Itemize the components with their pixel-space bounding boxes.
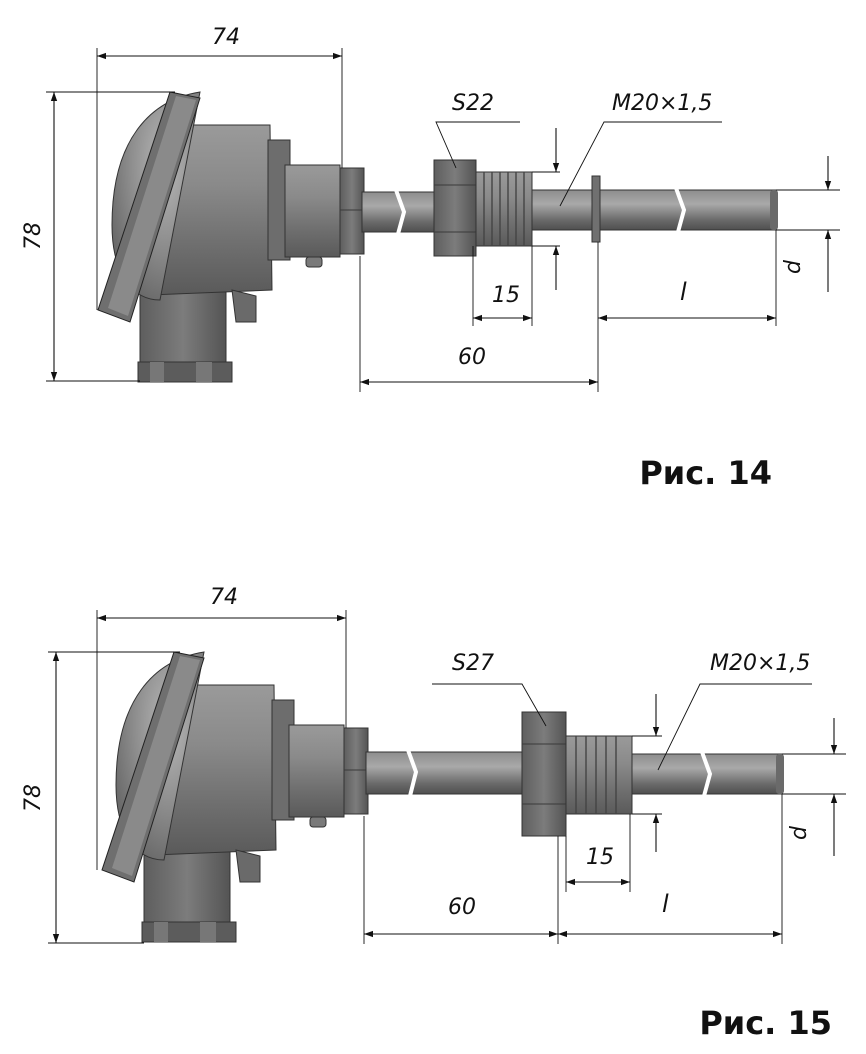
dim-height: 78	[21, 222, 46, 250]
dim-diameter: d	[781, 259, 806, 274]
dim-thread-length: 15	[492, 283, 520, 308]
dim-height: 78	[21, 784, 46, 812]
dim-probe-length: l	[662, 890, 669, 918]
figure-caption: Рис. 14	[639, 454, 772, 492]
dim-thread: M20×1,5	[710, 651, 810, 676]
dim-probe-length: l	[680, 278, 687, 306]
dim-offset: 60	[448, 895, 476, 920]
dim-hex: S27	[452, 651, 494, 676]
figure-14: 74 78 S22 M20×1,5 15 l 60 d	[21, 25, 840, 392]
dim-diameter: d	[787, 825, 812, 840]
figure-caption: Рис. 15	[699, 1004, 832, 1042]
dim-offset: 60	[458, 345, 486, 370]
dim-hex: S22	[452, 91, 494, 116]
dim-thread-length: 15	[586, 845, 614, 870]
figure-15: 74 78 S27 M20×1,5 15 60 l d	[21, 585, 846, 944]
dim-width: 74	[212, 25, 240, 50]
dim-thread: M20×1,5	[612, 91, 712, 116]
dim-width: 74	[210, 585, 238, 610]
